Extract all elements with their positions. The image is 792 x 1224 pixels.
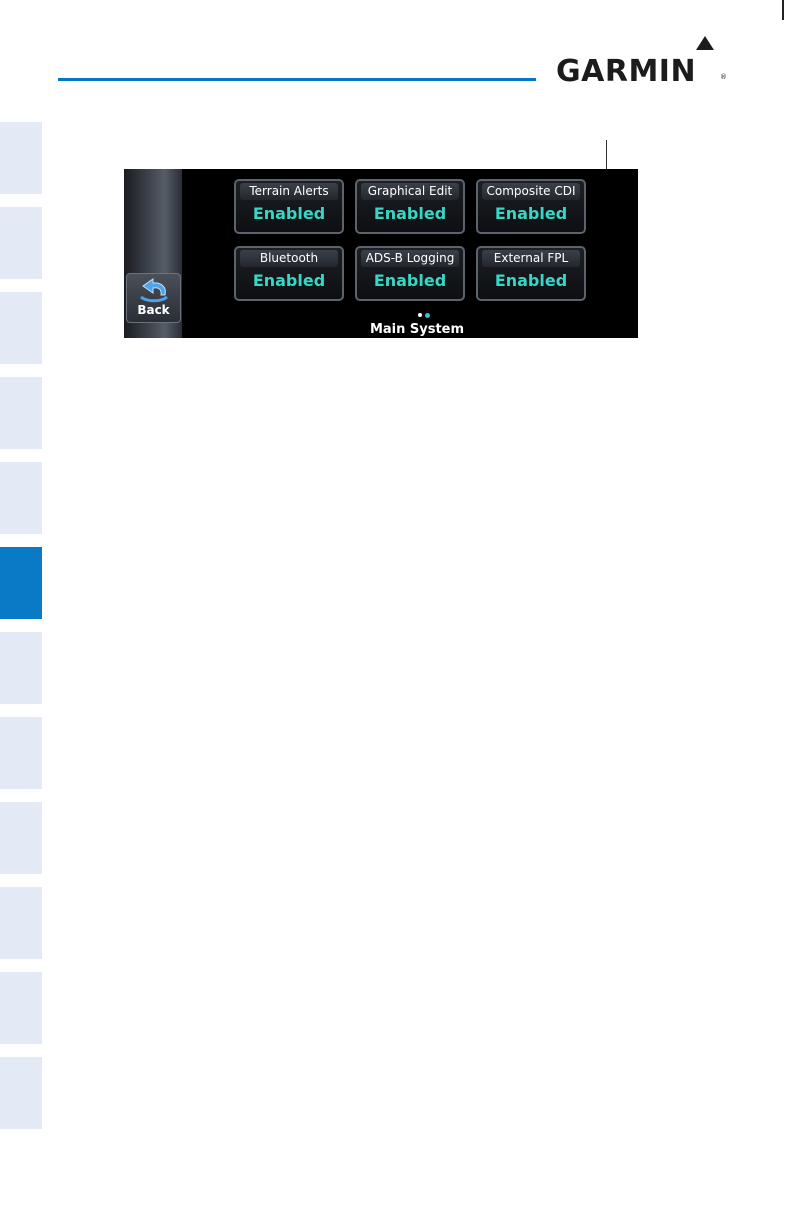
tile-value: Enabled: [478, 204, 584, 223]
header-rule: [58, 78, 536, 81]
page-dot: [418, 313, 422, 317]
section-tab[interactable]: [0, 632, 42, 704]
section-tab[interactable]: [0, 717, 42, 789]
garmin-logo: GARMIN: [556, 54, 696, 89]
tile-title: Composite CDI: [482, 183, 580, 200]
section-tab[interactable]: [0, 1057, 42, 1129]
tile-value: Enabled: [236, 204, 342, 223]
ads-b-logging-tile[interactable]: ADS-B Logging Enabled: [355, 246, 465, 301]
back-arrow-icon: [137, 277, 171, 303]
tile-title: ADS-B Logging: [361, 250, 459, 267]
section-tab[interactable]: [0, 377, 42, 449]
section-tabs: [0, 122, 42, 1142]
page-edge-line: [782, 0, 784, 20]
tile-value: Enabled: [357, 204, 463, 223]
section-tab[interactable]: [0, 887, 42, 959]
section-tab[interactable]: [0, 802, 42, 874]
section-tab[interactable]: [0, 972, 42, 1044]
section-tab[interactable]: [0, 462, 42, 534]
bluetooth-tile[interactable]: Bluetooth Enabled: [234, 246, 344, 301]
section-tab[interactable]: [0, 207, 42, 279]
device-screen: Back Terrain Alerts Enabled Graphical Ed…: [124, 169, 638, 338]
tile-value: Enabled: [236, 271, 342, 290]
tile-title: Terrain Alerts: [240, 183, 338, 200]
composite-cdi-tile[interactable]: Composite CDI Enabled: [476, 179, 586, 234]
tile-title: Bluetooth: [240, 250, 338, 267]
page-dot-active: [425, 313, 430, 318]
terrain-alerts-tile[interactable]: Terrain Alerts Enabled: [234, 179, 344, 234]
tile-value: Enabled: [478, 271, 584, 290]
section-tab-active[interactable]: [0, 547, 42, 619]
back-button[interactable]: Back: [126, 273, 181, 323]
graphical-edit-tile[interactable]: Graphical Edit Enabled: [355, 179, 465, 234]
logo-triangle-icon: [696, 36, 714, 50]
external-fpl-tile[interactable]: External FPL Enabled: [476, 246, 586, 301]
section-tab[interactable]: [0, 122, 42, 194]
tile-title: External FPL: [482, 250, 580, 267]
registered-mark: ®: [720, 73, 727, 81]
section-tab[interactable]: [0, 292, 42, 364]
tile-value: Enabled: [357, 271, 463, 290]
back-button-label: Back: [127, 303, 180, 317]
tile-title: Graphical Edit: [361, 183, 459, 200]
page-label: Main System: [342, 322, 492, 337]
